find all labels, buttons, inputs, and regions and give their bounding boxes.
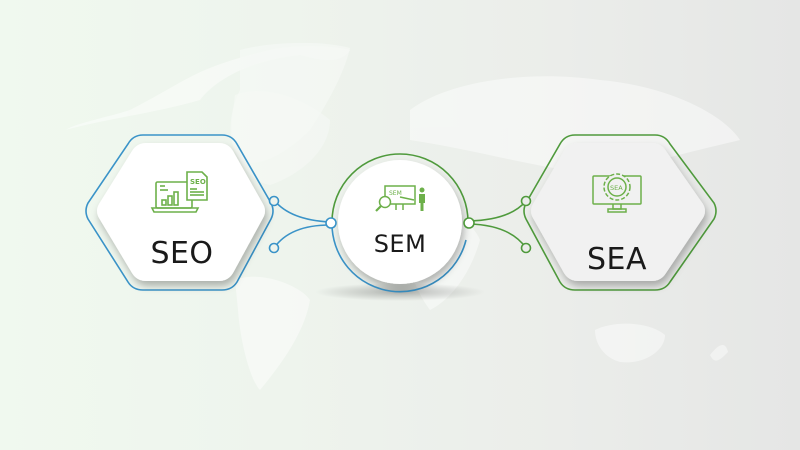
connector-seo-sem (268, 195, 337, 254)
sem-circle (338, 160, 462, 284)
svg-text:SEA: SEA (610, 184, 623, 192)
seo-label: SEO (150, 236, 214, 271)
presentation-magnifier-icon: SEM (375, 185, 425, 212)
sea-label: SEA (586, 242, 648, 277)
connector-sem-sea (463, 195, 532, 254)
sem-arc-blue (331, 221, 467, 293)
svg-text:SEM: SEM (389, 190, 402, 197)
svg-text:SEO: SEO (190, 178, 206, 186)
sem-label: SEM (373, 230, 427, 258)
sem-arc-green (331, 153, 469, 223)
monitor-gear-icon: SEA (592, 173, 642, 213)
laptop-report-icon: SEO (150, 171, 208, 213)
sem-node (315, 153, 485, 301)
seo-hexagon-outline (85, 134, 274, 291)
